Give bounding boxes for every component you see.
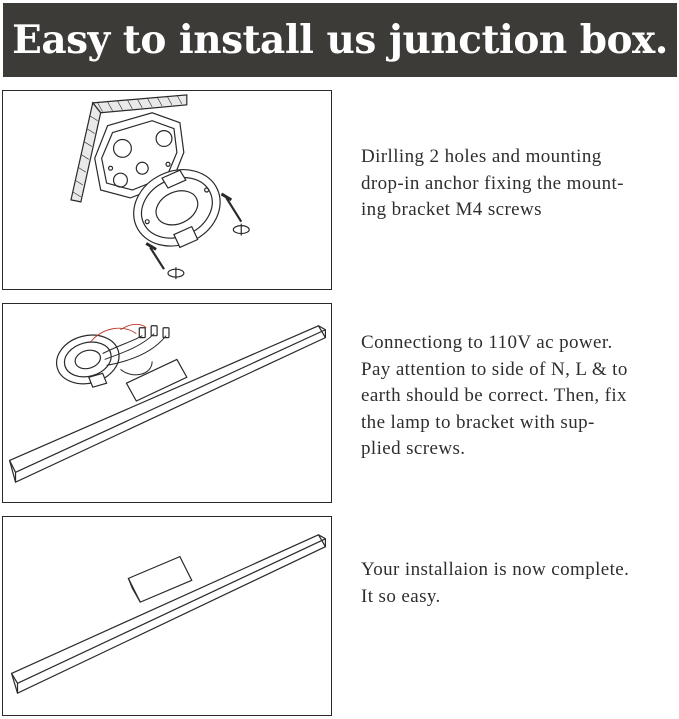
wiring-drawing bbox=[3, 304, 331, 502]
mounting-bracket-drawing bbox=[3, 91, 331, 289]
step-2-text: Connectiong to 110V ac power. Pay attent… bbox=[361, 332, 628, 459]
step-3-text: Your installaion is now complete. It so … bbox=[361, 559, 630, 607]
step-2-illustration bbox=[2, 303, 332, 503]
page-title: Easy to install us junction box. bbox=[12, 17, 668, 63]
title-banner: Easy to install us junction box. bbox=[3, 3, 677, 77]
installed-lamp-drawing bbox=[3, 517, 331, 715]
step-1-illustration bbox=[2, 90, 332, 290]
step-3-illustration bbox=[2, 516, 332, 716]
step-1-text: Dirlling 2 holes and mounting drop-in an… bbox=[361, 146, 624, 220]
